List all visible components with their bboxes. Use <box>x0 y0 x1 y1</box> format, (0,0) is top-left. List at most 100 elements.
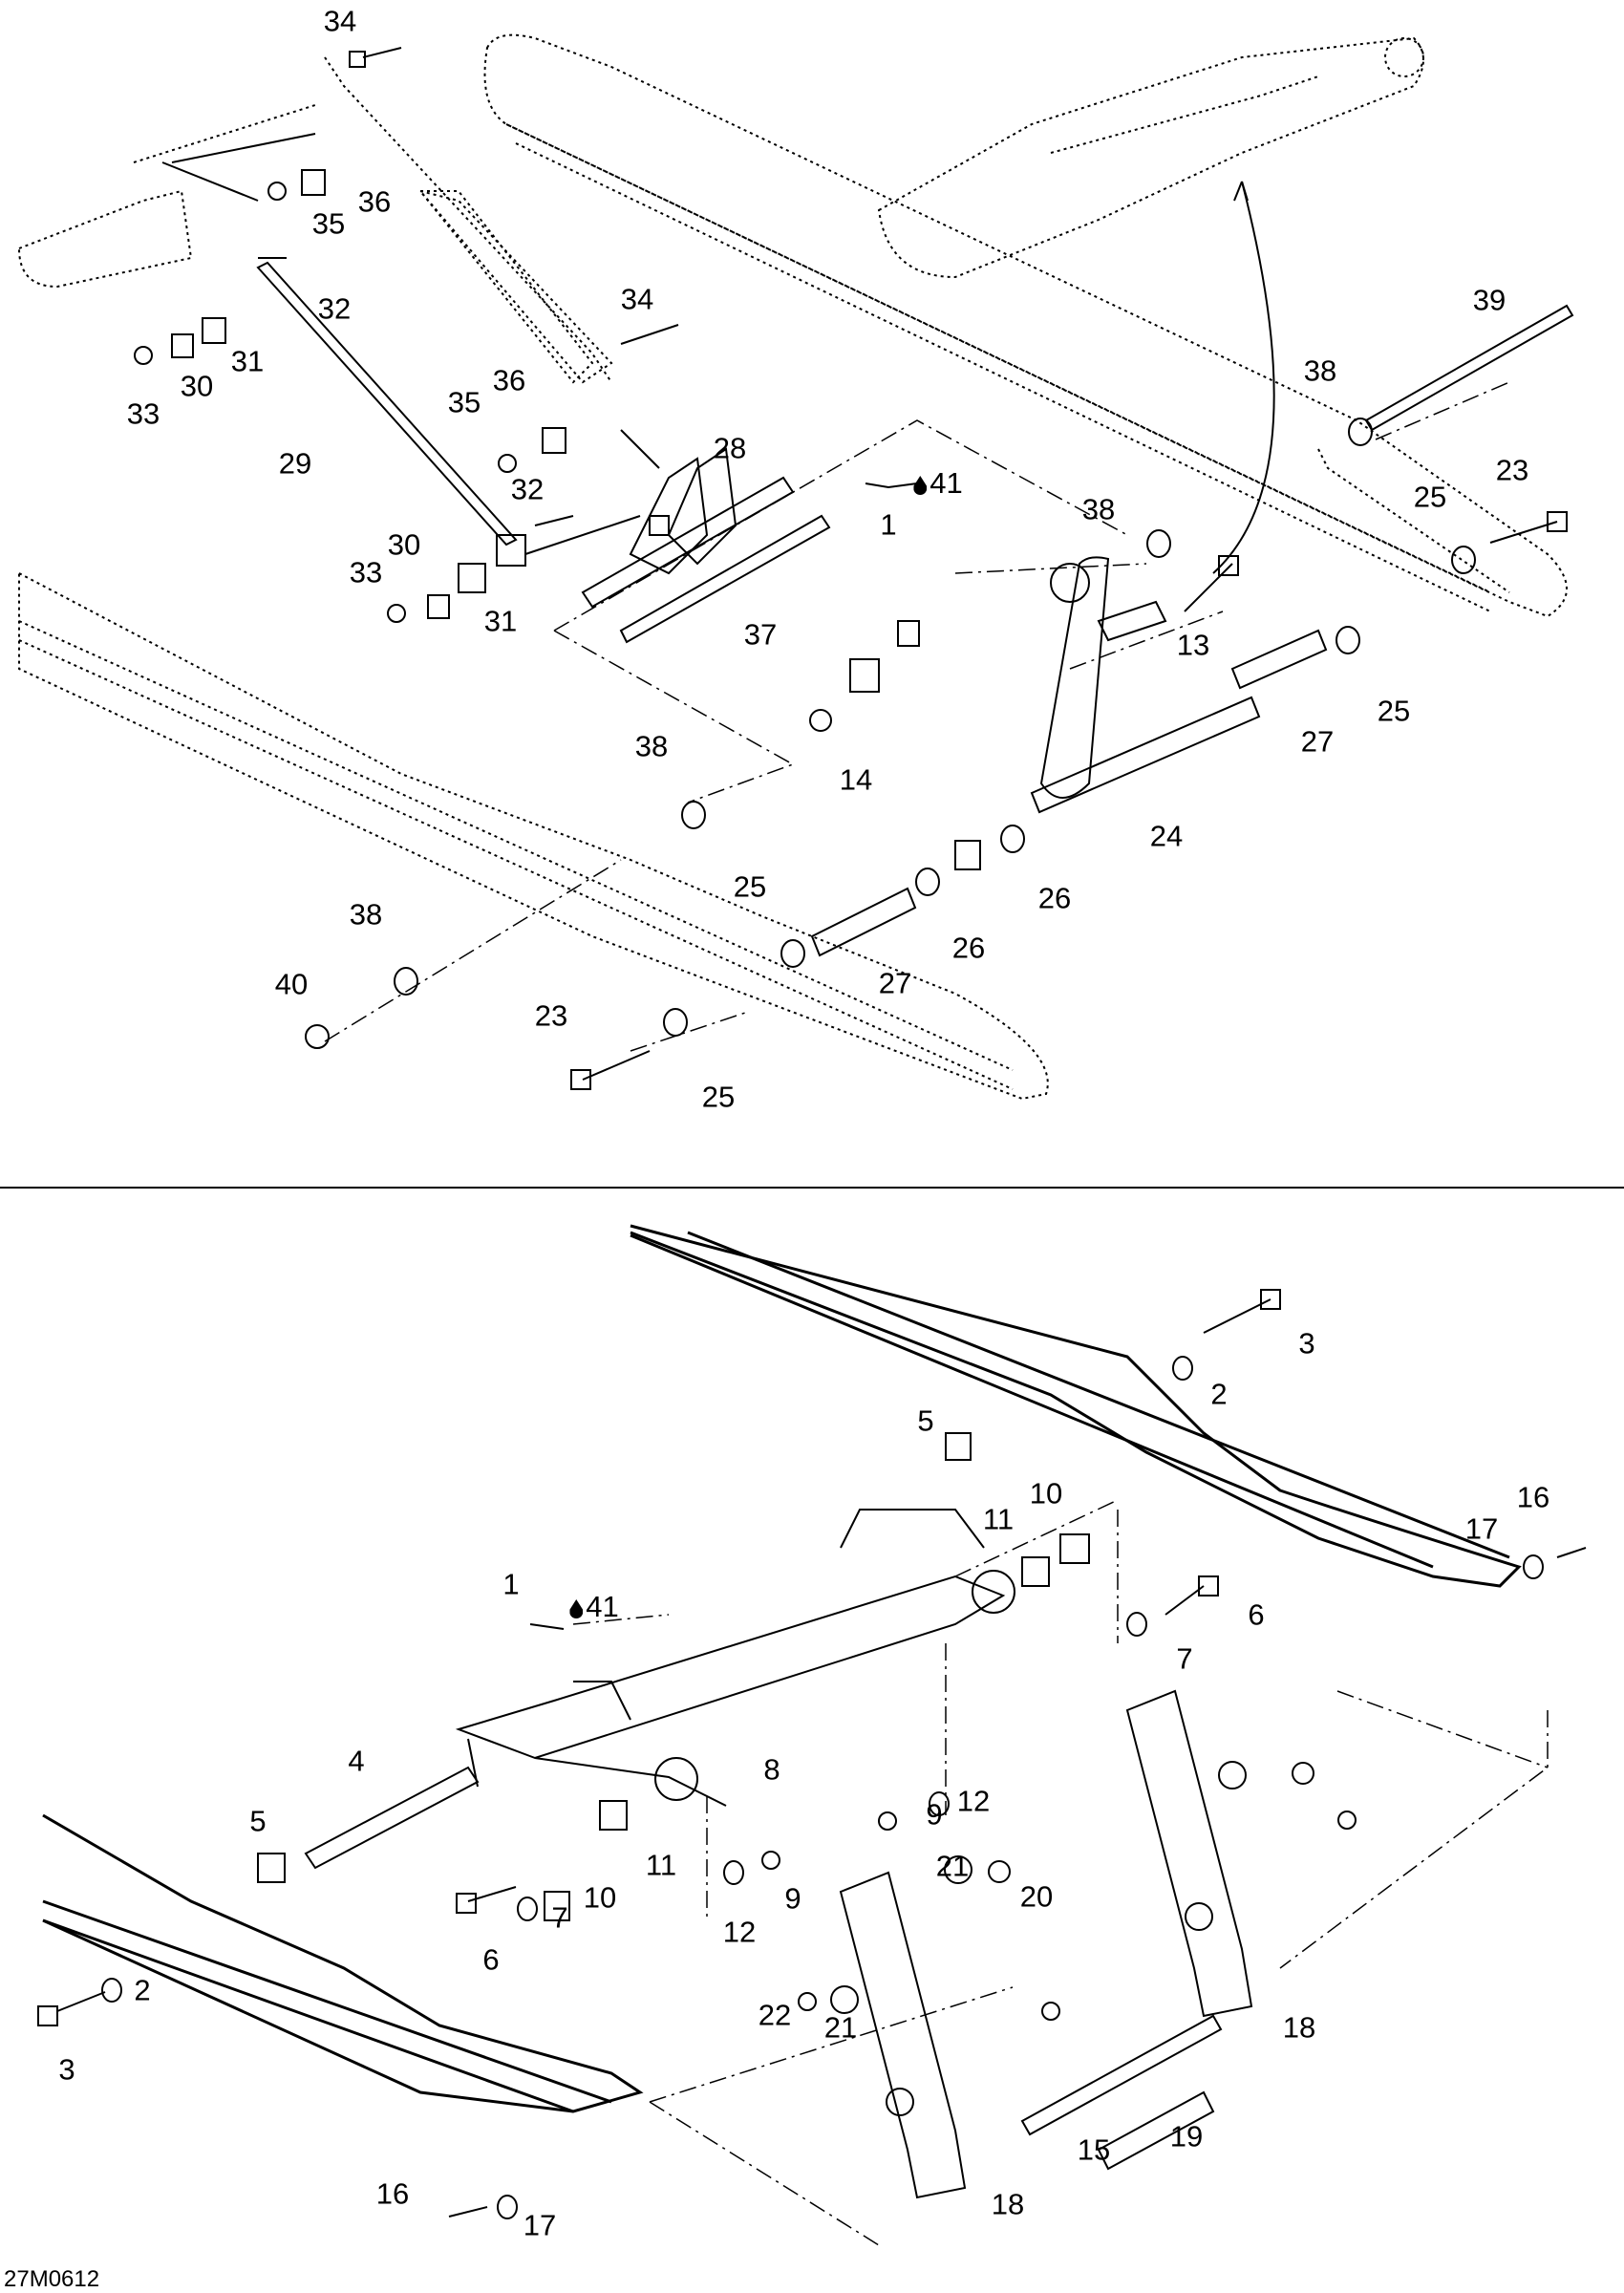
arrows-top <box>161 133 660 555</box>
callout-top-38: 38 <box>1303 354 1337 388</box>
callout-top-13: 13 <box>1176 628 1210 662</box>
tube-15 <box>1020 2014 1223 2136</box>
callout-bottom-21: 21 <box>823 2010 858 2045</box>
lubricant-number: 41 <box>930 466 963 500</box>
callout-bottom-12: 12 <box>956 1784 991 1818</box>
shock-13 <box>1039 556 1167 799</box>
callout-top-1: 1 <box>880 507 897 542</box>
grease-fitting-top <box>865 482 918 489</box>
callout-bottom-2: 2 <box>1210 1377 1228 1411</box>
callout-bottom-6: 6 <box>1248 1597 1265 1632</box>
callout-top-36: 36 <box>357 184 392 219</box>
shock-absorber <box>417 190 594 384</box>
callout-top-40: 40 <box>274 967 309 1001</box>
callout-top-25: 25 <box>1377 694 1411 728</box>
callout-top-23: 23 <box>1495 453 1529 487</box>
callout-bottom-17: 17 <box>1464 1511 1499 1546</box>
bracket-28 <box>629 447 737 575</box>
callout-top-28: 28 <box>713 431 747 465</box>
callout-top-14: 14 <box>839 762 873 797</box>
drop-icon <box>569 1599 584 1618</box>
callout-top-32: 32 <box>510 472 545 506</box>
callout-top-34: 34 <box>620 282 654 316</box>
right-rail-top <box>483 33 1568 618</box>
callout-bottom-1: 1 <box>502 1567 520 1601</box>
callout-top-30: 30 <box>180 369 214 403</box>
callout-bottom-18: 18 <box>1282 2010 1316 2045</box>
front-arm-bottom <box>455 1509 1015 1807</box>
callout-top-26: 26 <box>951 931 986 965</box>
callout-bottom-11: 11 <box>982 1502 1015 1536</box>
callout-top-33: 33 <box>126 396 160 431</box>
callout-top-26: 26 <box>1037 881 1072 915</box>
callout-top-37: 37 <box>743 617 778 652</box>
callout-bottom-17: 17 <box>523 2208 557 2242</box>
callout-top-36: 36 <box>492 363 526 397</box>
callout-top-39: 39 <box>1472 283 1506 317</box>
callout-bottom-5: 5 <box>249 1804 267 1838</box>
tube-19 <box>1097 2090 1215 2171</box>
callout-bottom-16: 16 <box>375 2176 410 2211</box>
callout-bottom-10: 10 <box>583 1880 617 1915</box>
callout-bottom-12: 12 <box>722 1915 757 1949</box>
callout-bottom-6: 6 <box>482 1942 500 1977</box>
nuts-top <box>134 182 832 1049</box>
callout-bottom-7: 7 <box>551 1900 568 1935</box>
bolts-top <box>258 47 1568 1090</box>
callout-bottom-8: 8 <box>763 1752 780 1787</box>
rocker-arms <box>839 1689 1253 2199</box>
callout-bottom-16: 16 <box>1516 1480 1550 1514</box>
callout-top-23: 23 <box>534 998 568 1033</box>
front-arm-top <box>877 36 1424 279</box>
callout-top-25: 25 <box>1413 480 1447 514</box>
callout-bottom-5: 5 <box>917 1404 934 1438</box>
tube-27-right <box>1230 629 1328 690</box>
tube-24 <box>1030 696 1261 814</box>
tube-37 <box>581 476 831 644</box>
callout-top-32: 32 <box>317 291 352 326</box>
callout-bottom-7: 7 <box>1176 1641 1193 1676</box>
callout-bottom-22: 22 <box>758 1998 792 2032</box>
callout-top-27: 27 <box>878 966 912 1000</box>
callout-bottom-18: 18 <box>991 2187 1025 2221</box>
callout-top-27: 27 <box>1300 724 1335 759</box>
callout-bottom-11: 11 <box>645 1848 677 1882</box>
callout-bottom-9: 9 <box>926 1797 943 1832</box>
callout-bottom-10: 10 <box>1029 1476 1063 1511</box>
callout-bottom-15: 15 <box>1077 2132 1111 2167</box>
left-rail-top <box>18 571 1049 1101</box>
rod-39 <box>1364 304 1574 432</box>
callout-top-31: 31 <box>230 344 265 378</box>
assembly-lines-bottom <box>572 1499 1549 2246</box>
callout-top-35: 35 <box>447 385 481 419</box>
callout-top-25: 25 <box>733 869 767 904</box>
left-rail-bottom <box>42 1813 644 2113</box>
callout-bottom-19: 19 <box>1169 2119 1204 2154</box>
lubricant-callout-top: 41 <box>913 466 963 501</box>
callout-bottom-9: 9 <box>784 1881 801 1916</box>
callout-top-24: 24 <box>1149 819 1184 853</box>
tube-4 <box>304 1766 480 1870</box>
right-rail-bottom <box>630 1224 1522 1588</box>
callout-top-38: 38 <box>349 897 383 932</box>
callout-top-31: 31 <box>483 604 518 638</box>
callout-bottom-20: 20 <box>1019 1879 1054 1914</box>
callout-bottom-4: 4 <box>348 1744 365 1778</box>
callout-top-38: 38 <box>1081 492 1116 526</box>
callout-top-29: 29 <box>278 446 312 481</box>
callout-bottom-3: 3 <box>58 2052 75 2087</box>
lubricant-callout-bottom: 41 <box>569 1590 619 1624</box>
callout-top-38: 38 <box>634 729 669 763</box>
callout-bottom-21: 21 <box>935 1849 970 1883</box>
rod-29 <box>256 261 518 546</box>
washers-top <box>394 418 1476 1037</box>
hardware-bottom <box>37 1289 1587 2219</box>
callout-top-30: 30 <box>387 527 421 562</box>
tube-27-left <box>810 887 917 957</box>
bushings-top <box>171 169 981 870</box>
lubricant-number: 41 <box>586 1590 619 1623</box>
drop-icon <box>913 476 928 495</box>
callout-top-25: 25 <box>701 1080 736 1114</box>
callout-top-35: 35 <box>311 206 346 241</box>
